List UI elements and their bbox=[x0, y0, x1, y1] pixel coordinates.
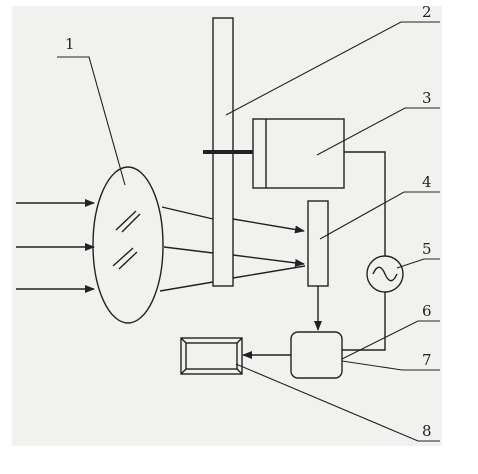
leader-line-1 bbox=[57, 56, 126, 186]
leader-line-8 bbox=[235, 363, 440, 442]
leader-line-5 bbox=[396, 258, 440, 269]
leader-line-7 bbox=[341, 360, 440, 371]
beam-upper-to-detector bbox=[232, 218, 305, 234]
label-8: 8 bbox=[422, 422, 432, 440]
detector bbox=[307, 200, 329, 287]
lens-hatch-2 bbox=[121, 213, 141, 233]
wire-oscillator-to-processor bbox=[342, 292, 386, 351]
label-4: 4 bbox=[422, 173, 432, 191]
sine-wave-icon bbox=[372, 266, 398, 282]
label-2: 2 bbox=[422, 3, 432, 21]
label-5: 5 bbox=[422, 240, 432, 258]
beam-lower-to-detector bbox=[232, 265, 306, 279]
lens-ellipse bbox=[92, 166, 164, 324]
display-bevel-br bbox=[236, 368, 243, 375]
beam-upper-to-disc bbox=[161, 206, 214, 220]
display-bevel-bl bbox=[180, 368, 187, 375]
label-1: 1 bbox=[65, 35, 75, 53]
leader-line-6 bbox=[341, 320, 440, 360]
leader-line-3 bbox=[316, 107, 440, 156]
display-screen bbox=[185, 342, 238, 370]
display-outer-frame bbox=[180, 337, 243, 375]
beam-middle-to-detector bbox=[232, 254, 305, 267]
motor-body bbox=[252, 118, 345, 189]
processor bbox=[290, 331, 343, 379]
display-bevel-tl bbox=[180, 337, 187, 344]
incoming-light-rays bbox=[16, 199, 95, 293]
converging-beams bbox=[159, 206, 306, 292]
lens-hatch-4 bbox=[118, 251, 138, 270]
label-7: 7 bbox=[422, 351, 432, 369]
display-bevel-tr bbox=[236, 337, 243, 344]
motor bbox=[252, 118, 345, 189]
label-6: 6 bbox=[422, 302, 432, 320]
lens-hatch-1 bbox=[115, 210, 137, 231]
lens bbox=[92, 166, 164, 324]
display bbox=[180, 337, 243, 375]
beam-lower-to-disc bbox=[159, 281, 214, 292]
label-3: 3 bbox=[422, 89, 432, 107]
oscillator bbox=[366, 255, 404, 293]
wire-motor-to-oscillator bbox=[344, 151, 386, 256]
leader-line-2 bbox=[225, 21, 440, 116]
lens-hatch-3 bbox=[112, 247, 134, 267]
leader-lines bbox=[57, 21, 440, 442]
beam-middle-to-disc bbox=[163, 246, 214, 254]
leader-line-4 bbox=[319, 191, 440, 240]
